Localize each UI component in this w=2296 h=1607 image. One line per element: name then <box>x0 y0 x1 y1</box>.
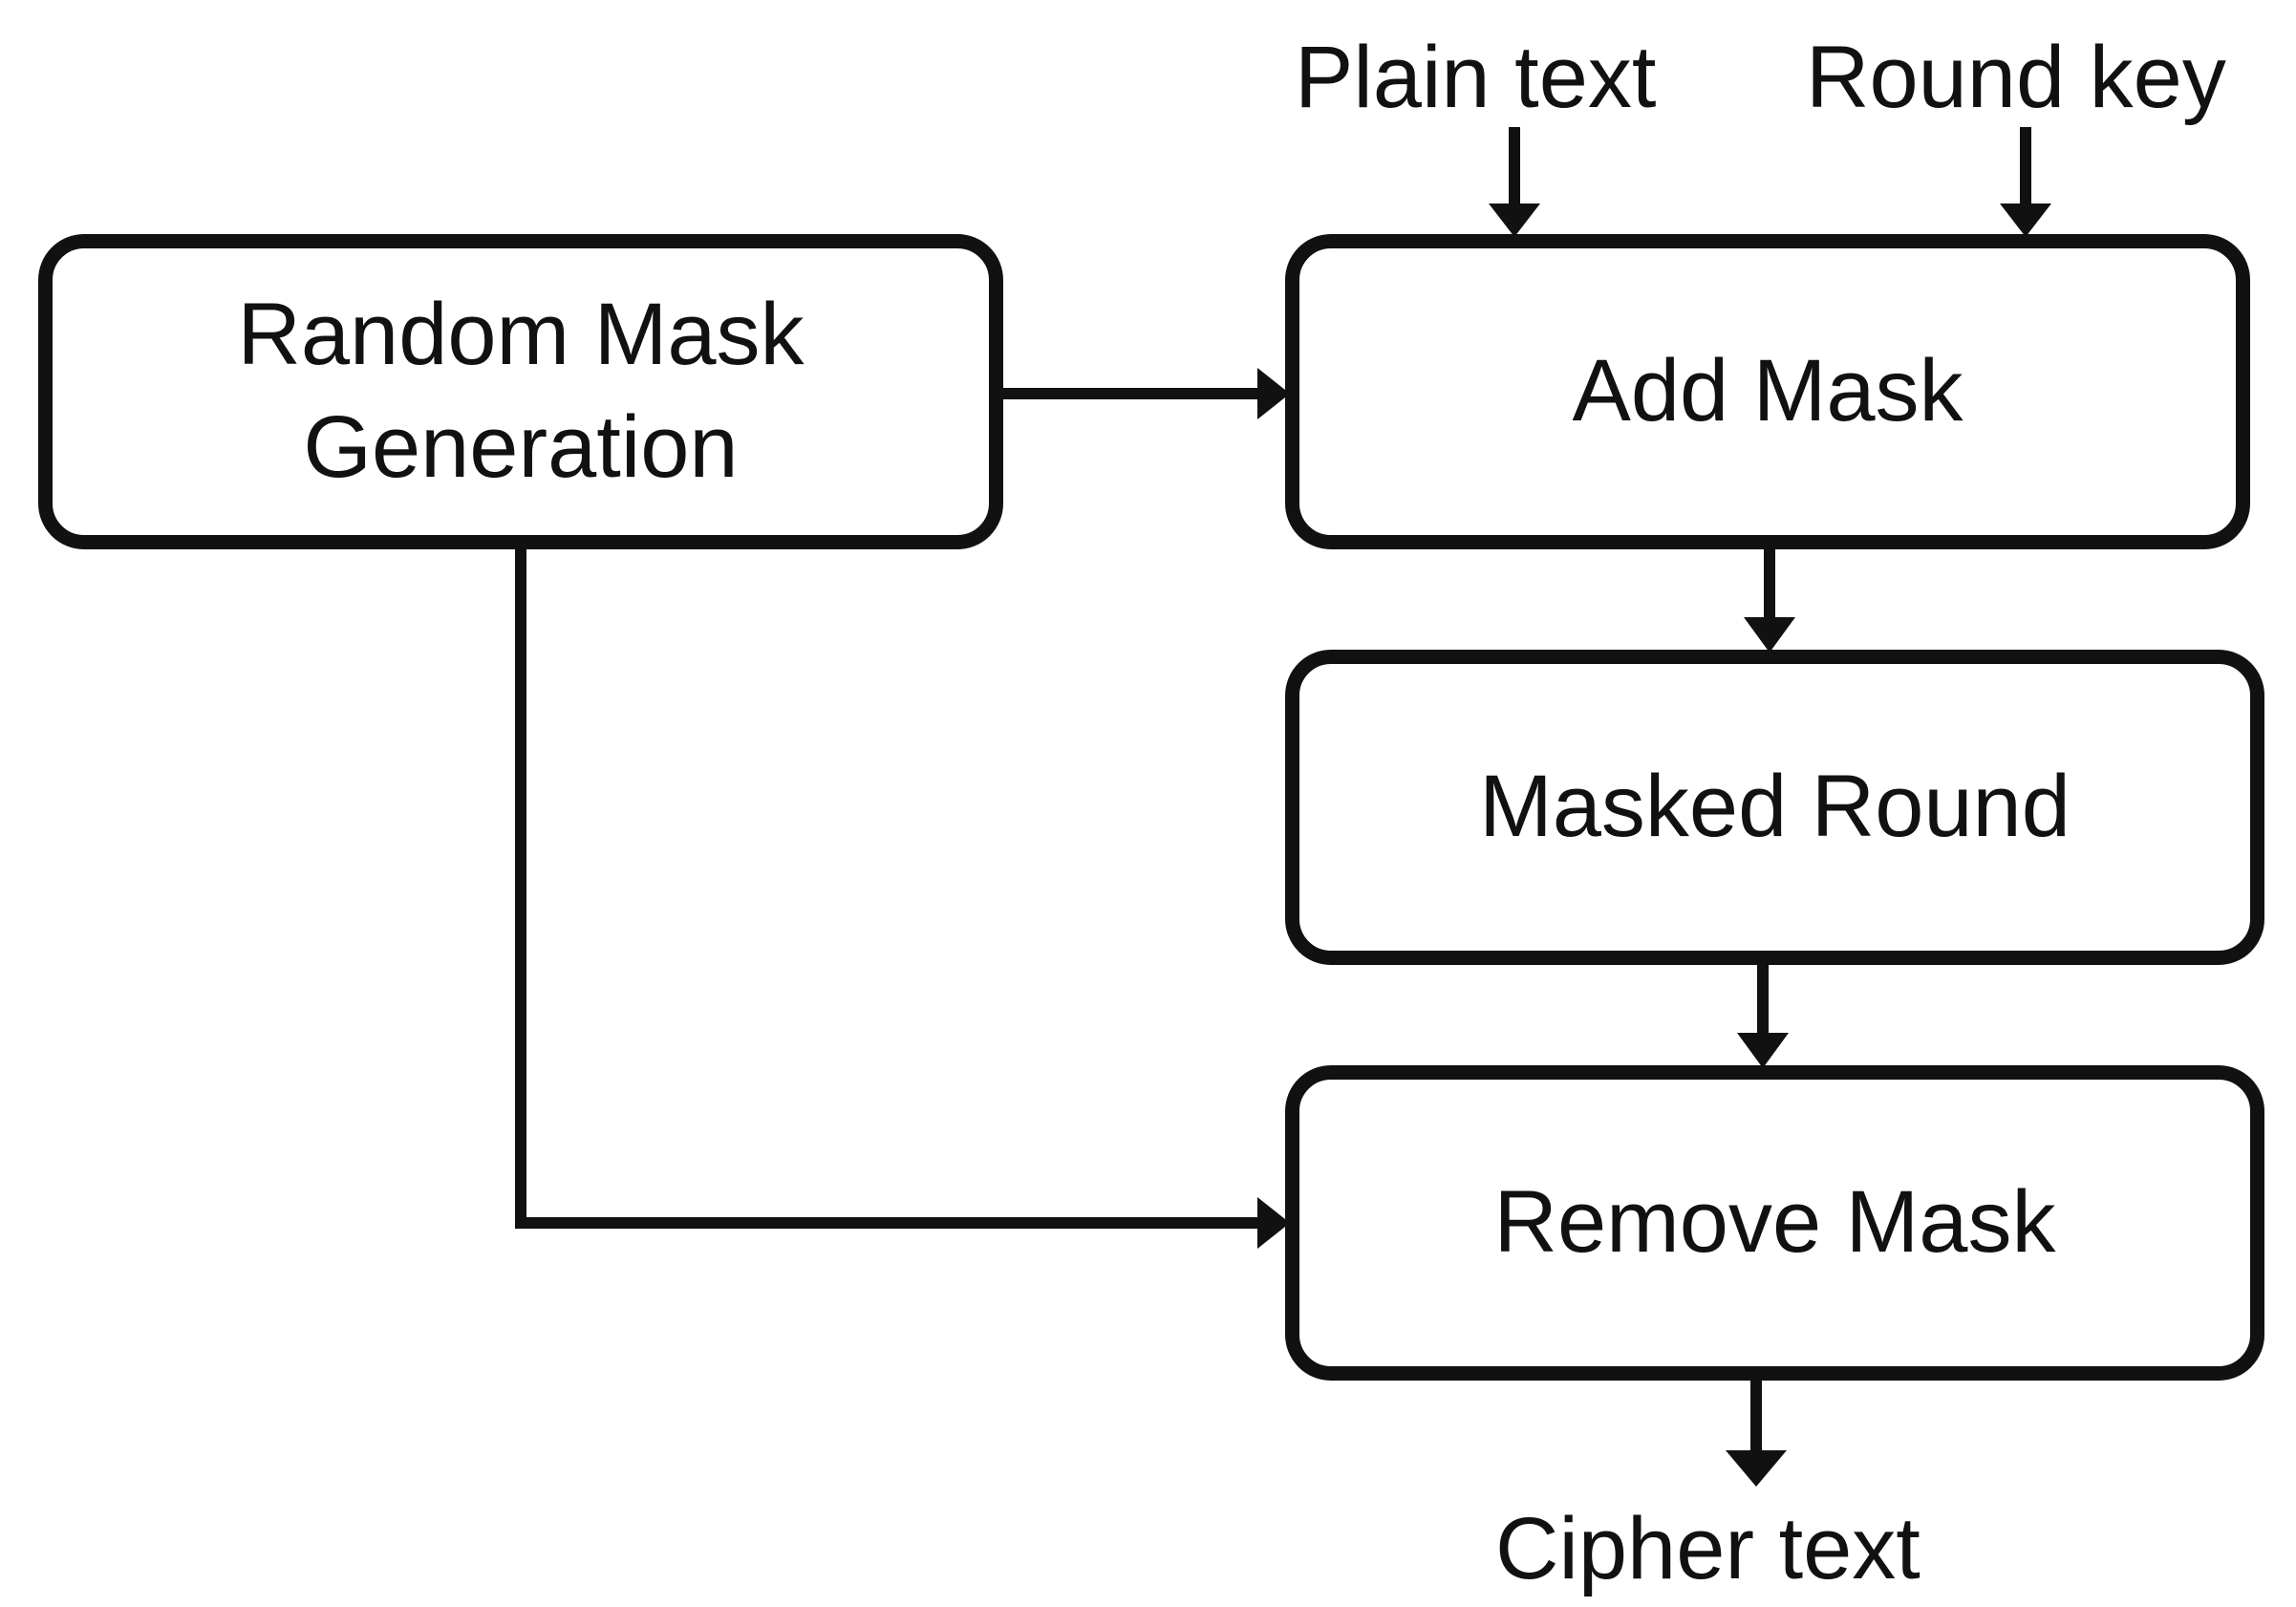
masked-round-node: Masked Round <box>1285 650 2264 965</box>
edge-round-key-to-add-mask <box>2000 127 2051 237</box>
edge-remove-mask-to-cipher-text <box>1726 1381 1787 1487</box>
plain-text-label: Plain text <box>1295 29 1657 126</box>
remove-mask-node: Remove Mask <box>1285 1065 2264 1381</box>
edge-random-mask-to-add-mask <box>1003 368 1290 419</box>
round-key-label: Round key <box>1806 29 2226 126</box>
edge-random-mask-to-remove-mask <box>515 549 1290 1249</box>
edge-masked-round-to-remove-mask <box>1737 965 1789 1068</box>
cipher-text-label: Cipher text <box>1495 1500 1920 1597</box>
edge-plain-text-to-add-mask <box>1489 127 1540 237</box>
edge-add-mask-to-masked-round <box>1744 549 1795 653</box>
add-mask-node: Add Mask <box>1285 234 2250 549</box>
random-mask-generation-node: Random Mask Generation <box>38 234 1003 549</box>
